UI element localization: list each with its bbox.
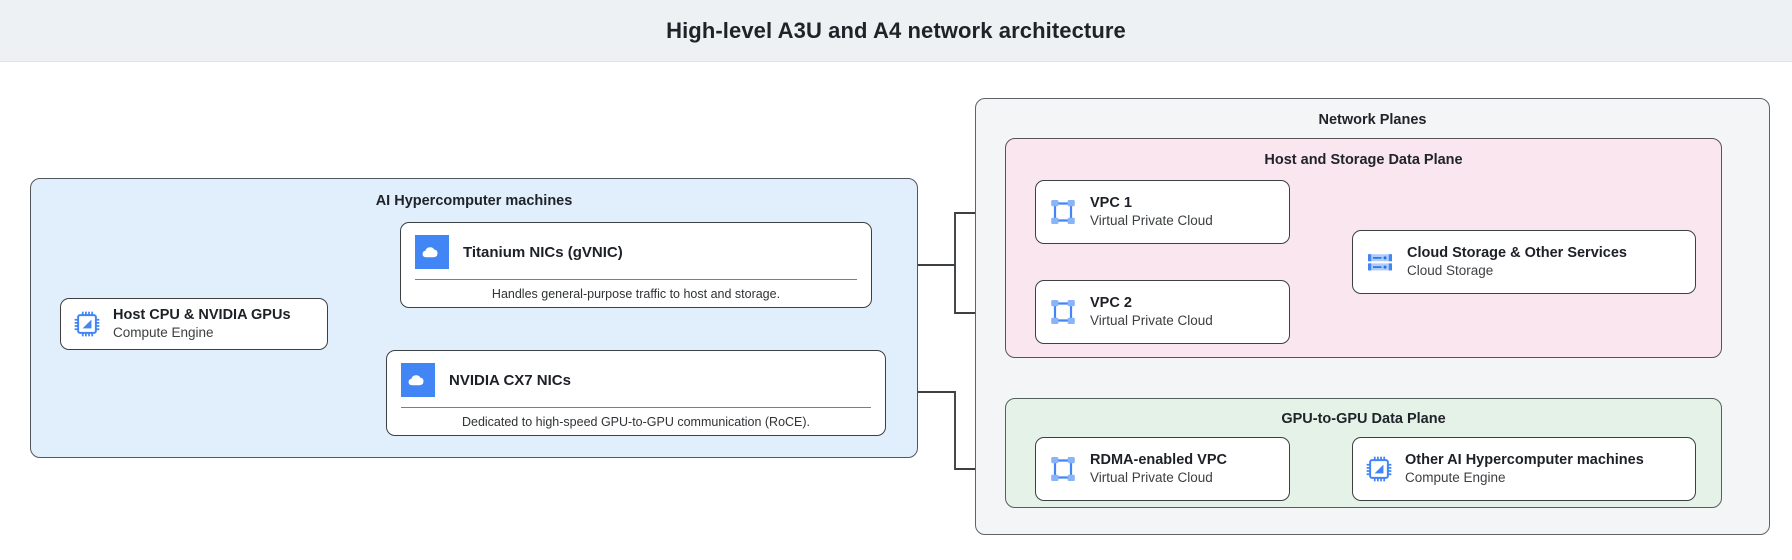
card-cloud-storage-other-services[interactable]: Cloud Storage & Other Services Cloud Sto… bbox=[1352, 230, 1696, 294]
card-host-cpu-gpus-text: Host CPU & NVIDIA GPUs Compute Engine bbox=[113, 306, 291, 342]
group-label-ai-hypercomputer-machines: AI Hypercomputer machines bbox=[375, 193, 573, 209]
group-label-network-planes: Network Planes bbox=[1318, 112, 1427, 128]
cloud-icon bbox=[401, 363, 435, 397]
card-nvidia-cx7-nics-description: Dedicated to high-speed GPU-to-GPU commu… bbox=[461, 414, 811, 429]
card-host-cpu-gpus[interactable]: Host CPU & NVIDIA GPUs Compute Engine bbox=[60, 298, 328, 350]
card-rdma-enabled-vpc-text: RDMA-enabled VPC Virtual Private Cloud bbox=[1090, 451, 1227, 487]
card-titanium-nics-header: Titanium NICs (gVNIC) bbox=[401, 223, 871, 279]
card-titanium-nics[interactable]: Titanium NICs (gVNIC) Handles general-pu… bbox=[400, 222, 872, 308]
diagram-title-bar: High-level A3U and A4 network architectu… bbox=[0, 0, 1792, 62]
divider bbox=[415, 279, 857, 281]
card-title: Host CPU & NVIDIA GPUs bbox=[113, 307, 291, 324]
storage-icon bbox=[1365, 247, 1395, 277]
card-subtitle: Compute Engine bbox=[1405, 470, 1506, 486]
card-title: Other AI Hypercomputer machines bbox=[1405, 452, 1644, 469]
card-title: VPC 2 bbox=[1090, 295, 1132, 312]
card-vpc-2-text: VPC 2 Virtual Private Cloud bbox=[1090, 294, 1213, 330]
card-nvidia-cx7-nics-header: NVIDIA CX7 NICs bbox=[387, 351, 885, 407]
card-title: RDMA-enabled VPC bbox=[1090, 452, 1227, 469]
card-title: Titanium NICs (gVNIC) bbox=[463, 243, 623, 261]
card-vpc-1-text: VPC 1 Virtual Private Cloud bbox=[1090, 194, 1213, 230]
card-title: VPC 1 bbox=[1090, 195, 1132, 212]
card-subtitle: Cloud Storage bbox=[1407, 263, 1494, 279]
card-subtitle: Virtual Private Cloud bbox=[1090, 313, 1213, 329]
card-titanium-nics-description: Handles general-purpose traffic to host … bbox=[491, 286, 781, 301]
vpc-icon bbox=[1048, 454, 1078, 484]
vpc-icon bbox=[1048, 197, 1078, 227]
divider bbox=[401, 407, 871, 409]
card-nvidia-cx7-nics[interactable]: NVIDIA CX7 NICs Dedicated to high-speed … bbox=[386, 350, 886, 436]
card-vpc-1[interactable]: VPC 1 Virtual Private Cloud bbox=[1035, 180, 1290, 244]
card-title: NVIDIA CX7 NICs bbox=[449, 371, 571, 389]
card-vpc-2[interactable]: VPC 2 Virtual Private Cloud bbox=[1035, 280, 1290, 344]
card-other-ai-hypercomputer-machines-text: Other AI Hypercomputer machines Compute … bbox=[1405, 451, 1644, 487]
cloud-icon bbox=[415, 235, 449, 269]
page-title: High-level A3U and A4 network architectu… bbox=[666, 17, 1126, 43]
cpu-chip-icon bbox=[73, 310, 101, 338]
group-label-host-and-storage-data-plane: Host and Storage Data Plane bbox=[1264, 152, 1463, 168]
vpc-icon bbox=[1048, 297, 1078, 327]
card-subtitle: Virtual Private Cloud bbox=[1090, 470, 1213, 486]
card-subtitle: Virtual Private Cloud bbox=[1090, 213, 1213, 229]
cpu-chip-icon bbox=[1365, 455, 1393, 483]
card-subtitle: Compute Engine bbox=[113, 325, 214, 341]
card-cloud-storage-other-services-text: Cloud Storage & Other Services Cloud Sto… bbox=[1407, 244, 1627, 280]
group-label-gpu-to-gpu-data-plane: GPU-to-GPU Data Plane bbox=[1281, 411, 1446, 427]
card-rdma-enabled-vpc[interactable]: RDMA-enabled VPC Virtual Private Cloud bbox=[1035, 437, 1290, 501]
card-other-ai-hypercomputer-machines[interactable]: Other AI Hypercomputer machines Compute … bbox=[1352, 437, 1696, 501]
card-title: Cloud Storage & Other Services bbox=[1407, 245, 1627, 262]
